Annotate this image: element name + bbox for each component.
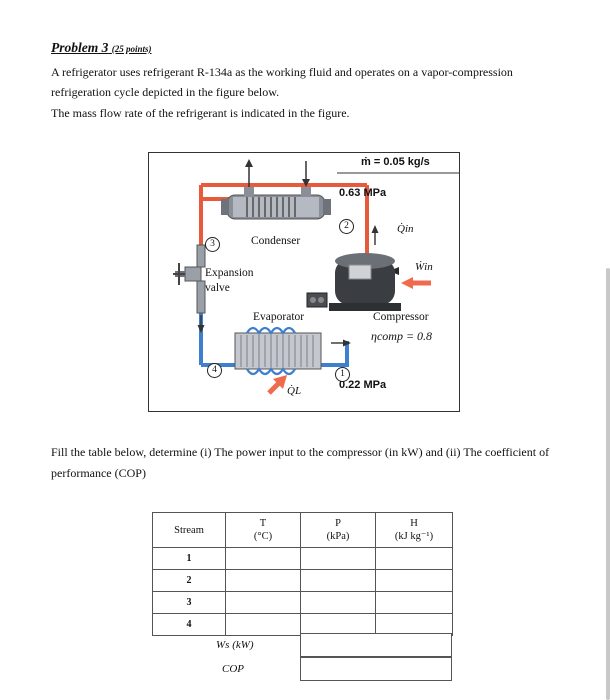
work-label: Ws (kW) <box>216 639 254 651</box>
problem-statement: A refrigerator uses refrigerant R-134a a… <box>51 65 513 99</box>
stream-header: Stream <box>152 512 226 548</box>
cycle-diagram <box>173 159 459 395</box>
stream-number: 2 <box>152 569 226 592</box>
state-property-table: Stream T(°C) P(kPa) H(kJ kg⁻¹) 1 2 3 4 <box>152 512 453 636</box>
temperature-cell[interactable] <box>225 591 301 614</box>
stream-number: 4 <box>152 613 226 636</box>
problem-points: (25 points) <box>111 44 152 54</box>
low-pressure-label: 0.22 MPa <box>339 379 387 391</box>
expansion-valve-label-line1: Expansion <box>205 267 254 279</box>
pressure-cell[interactable] <box>300 547 376 570</box>
condenser-label: Condenser <box>251 235 301 247</box>
mass-flow-label: ṁ = 0.05 kg/s <box>361 156 430 168</box>
work-answer-box[interactable] <box>300 633 452 657</box>
evaporator-label: Evaporator <box>253 311 305 323</box>
pressure-cell[interactable] <box>300 591 376 614</box>
temperature-cell[interactable] <box>225 613 301 636</box>
pressure-header: P(kPa) <box>300 512 376 548</box>
problem-title: Problem 3 (25 points) <box>51 40 152 55</box>
mass-flow-note: The mass flow rate of the refrigerant is… <box>51 106 350 120</box>
stream-number: 3 <box>152 591 226 614</box>
state-2-marker: 2 <box>339 219 354 234</box>
table-row: 3 <box>152 591 453 614</box>
stream-number: 1 <box>152 547 226 570</box>
heat-rejected-label: Q̇in <box>397 223 414 235</box>
state-3-marker: 3 <box>205 237 220 252</box>
cop-label: COP <box>222 663 244 675</box>
temperature-header: T(°C) <box>225 512 301 548</box>
compressor-label: Compressor <box>373 311 429 323</box>
enthalpy-cell[interactable] <box>375 591 453 614</box>
state-1-marker: 1 <box>335 367 350 382</box>
table-header-row: Stream T(°C) P(kPa) H(kJ kg⁻¹) <box>152 512 453 548</box>
cycle-figure: ṁ = 0.05 kg/s 0.63 MPa Condenser Expansi… <box>148 152 460 412</box>
table-row: 2 <box>152 569 453 592</box>
state-4-marker: 4 <box>207 363 222 378</box>
cop-answer-box[interactable] <box>300 657 452 681</box>
compressor-efficiency-label: ηcomp = 0.8 <box>371 329 433 343</box>
enthalpy-cell[interactable] <box>375 569 453 592</box>
enthalpy-header: H(kJ kg⁻¹) <box>375 512 453 548</box>
temperature-cell[interactable] <box>225 569 301 592</box>
table-row: 1 <box>152 547 453 570</box>
high-pressure-label: 0.63 MPa <box>339 187 387 199</box>
heat-absorbed-label: Q̇L <box>287 385 302 397</box>
expansion-valve-label-line2: valve <box>205 282 230 294</box>
enthalpy-cell[interactable] <box>375 547 453 570</box>
table-row: 4 <box>152 613 453 636</box>
pressure-cell[interactable] <box>300 569 376 592</box>
temperature-cell[interactable] <box>225 547 301 570</box>
table-instructions: Fill the table below, determine (i) The … <box>51 445 550 480</box>
page-scrollbar[interactable] <box>606 268 610 700</box>
work-input-label: Ẇin <box>415 261 433 273</box>
